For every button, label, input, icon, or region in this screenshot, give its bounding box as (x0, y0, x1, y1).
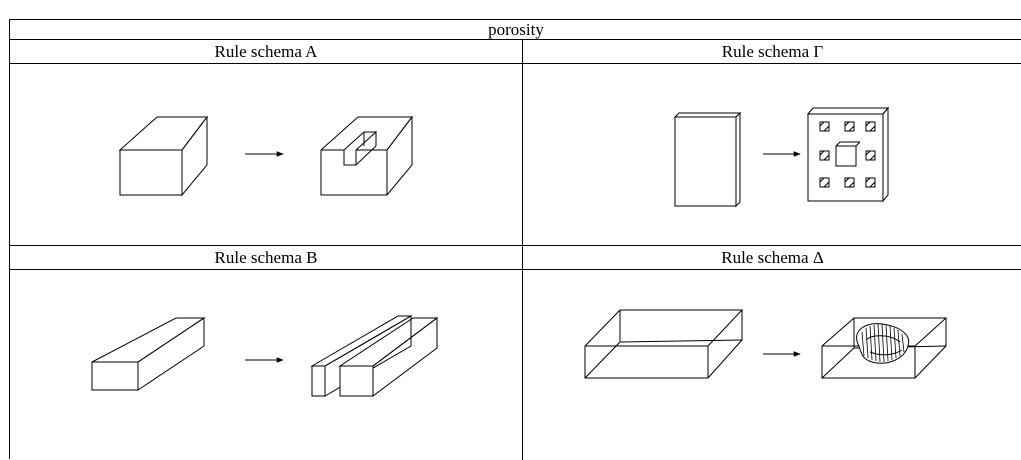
table-rule (10, 63, 1021, 64)
rule-schema-gamma-label: Rule schema Γ (721, 42, 824, 61)
rule-schema-a-label: Rule schema A (214, 42, 318, 61)
rule-schema-delta-label: Rule schema Δ (721, 248, 824, 267)
split-bars-drawing-b (312, 316, 437, 396)
box-before-drawing-a (120, 117, 207, 195)
box-before-drawing-delta (585, 310, 742, 378)
table-rule (10, 245, 1021, 246)
plate-before-drawing-gamma (675, 113, 740, 206)
porous-plate-drawing-gamma (808, 108, 888, 201)
table-rule (10, 269, 1021, 270)
box-with-notch-drawing-a (321, 117, 412, 195)
table-rule (10, 39, 1021, 40)
rule-schema-table: porosity Rule schema A Rule schema Γ Rul… (9, 19, 1021, 460)
box-with-cavity-drawing-delta (822, 318, 946, 378)
rule-schema-b-label: Rule schema B (214, 248, 318, 267)
column-divider (522, 40, 523, 460)
bar-before-drawing-b (92, 318, 204, 390)
table-title: porosity (488, 20, 544, 39)
